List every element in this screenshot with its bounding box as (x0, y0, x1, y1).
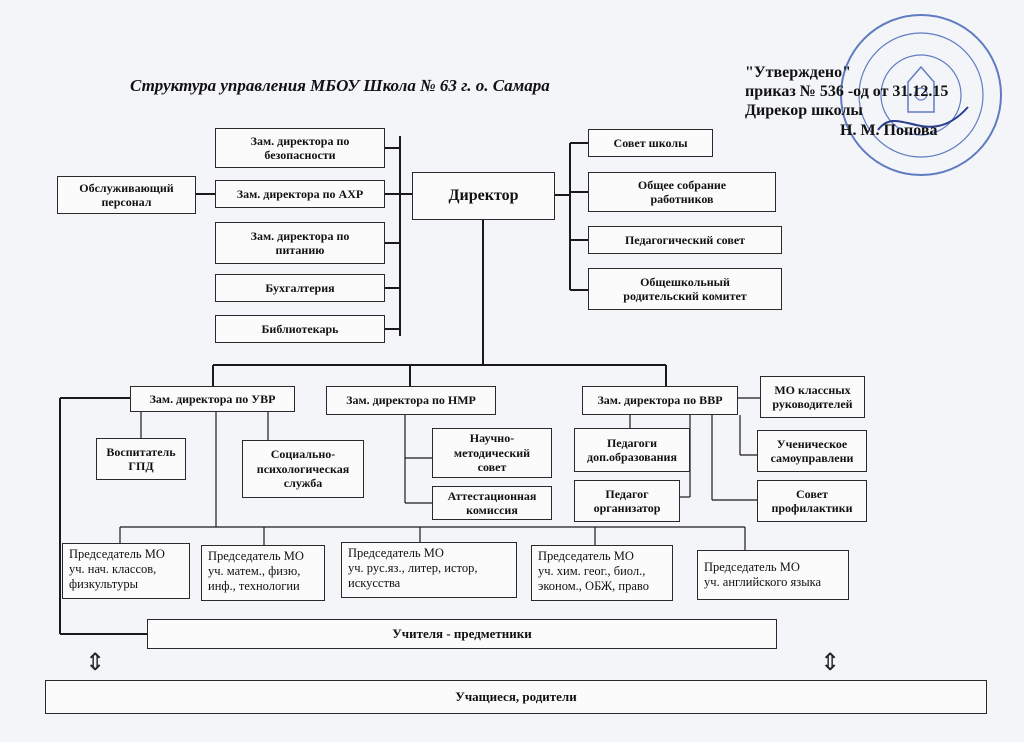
box-parent-committee: Общешкольный родительский комитет (588, 268, 782, 310)
approval-line-3: Дирекор школы (745, 102, 863, 120)
box-method-council: Научно- методический совет (432, 428, 552, 478)
box-zam-uvr: Зам. директора по УВР (130, 386, 295, 412)
box-student-gov: Ученическое самоуправлени (757, 430, 867, 472)
box-school-council: Совет школы (588, 129, 713, 157)
box-general-meeting: Общее собрание работников (588, 172, 776, 212)
approval-signer: Н. М. Попова (840, 121, 938, 139)
box-teachers: Учителя - предметники (147, 619, 777, 649)
box-educator-gpd: Воспитатель ГПД (96, 438, 186, 480)
box-ped-organizer: Педагог организатор (574, 480, 680, 522)
double-arrow-up-down-icon: ⇕ (820, 648, 841, 676)
box-mo-math: Председатель МО уч. матем., физю, инф., … (201, 545, 325, 601)
box-dop-teachers: Педагоги доп.образования (574, 428, 690, 472)
box-mo-russian: Председатель МО уч. рус.яз., литер, исто… (341, 542, 517, 598)
box-zam-food: Зам. директора по питанию (215, 222, 385, 264)
box-zam-ahr: Зам. директора по АХР (215, 180, 385, 208)
school-seal-stamp-icon (840, 14, 1002, 176)
box-attest-commission: Аттестационная комиссия (432, 486, 552, 520)
box-social-service: Социально- психологическая служба (242, 440, 364, 498)
double-arrow-up-down-icon: ⇕ (85, 648, 106, 676)
approval-line-2: приказ № 536 -од от 31.12.15 (745, 83, 949, 101)
box-accounting: Бухгалтерия (215, 274, 385, 302)
box-mo-english: Председатель МО уч. английского языка (697, 550, 849, 600)
box-mo-chem: Председатель МО уч. хим. геог., биол., э… (531, 545, 673, 601)
box-zam-vvr: Зам. директора по ВВР (582, 386, 738, 415)
box-ped-council: Педагогический совет (588, 226, 782, 254)
approval-line-1: "Утверждено" (745, 64, 852, 81)
box-prevention-council: Совет профилактики (757, 480, 867, 522)
box-service-staff: Обслуживающий персонал (57, 176, 196, 214)
box-students-parents: Учащиеся, родители (45, 680, 987, 714)
page-title: Структура управления МБОУ Школа № 63 г. … (130, 76, 550, 95)
box-director: Директор (412, 172, 555, 220)
box-zam-nmr: Зам. директора по НМР (326, 386, 496, 415)
box-mo-class-leaders: МО классных руководителей (760, 376, 865, 418)
box-librarian: Библиотекарь (215, 315, 385, 343)
approval-block: "Утверждено" приказ № 536 -од от 31.12.1… (745, 63, 948, 140)
box-mo-primary: Председатель МО уч. нач. классов, физкул… (62, 543, 190, 599)
box-zam-security: Зам. директора по безопасности (215, 128, 385, 168)
